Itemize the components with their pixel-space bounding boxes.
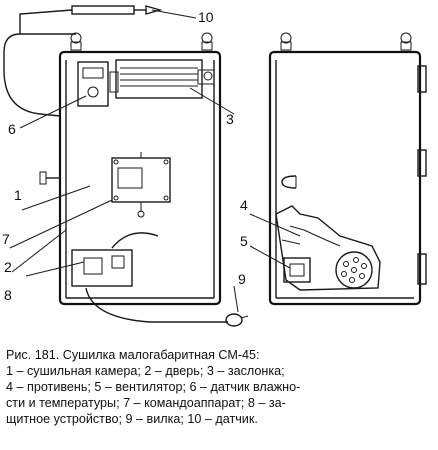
leader-lines: [9, 9, 301, 313]
callout-7: 7: [2, 231, 10, 247]
callout-10: 10: [198, 9, 214, 25]
caption-line: сти и температуры; 7 – командоаппарат; 8…: [6, 396, 286, 410]
callout-4: 4: [240, 197, 248, 213]
figure-caption: Рис. 181. Сушилка малогабаритная СМ-45: …: [6, 347, 434, 427]
dryer-diagram: 1 2 3 4 5 6 7 8 9 10: [2, 5, 427, 327]
callout-9: 9: [238, 271, 246, 287]
callout-6: 6: [8, 121, 16, 137]
caption-line: 4 – противень; 5 – вентилятор; 6 – датчи…: [6, 380, 301, 394]
caption-line: 1 – сушильная камера; 2 – дверь; 3 – зас…: [6, 364, 285, 378]
caption-line: щитное устройство; 9 – вилка; 10 – датчи…: [6, 412, 258, 426]
callout-1: 1: [14, 187, 22, 203]
callout-labels: 1 2 3 4 5 6 7 8 9 10: [2, 9, 248, 303]
callout-5: 5: [240, 233, 248, 249]
caption-line: Рис. 181. Сушилка малогабаритная СМ-45:: [6, 348, 260, 362]
callout-3: 3: [226, 111, 234, 127]
callout-8: 8: [4, 287, 12, 303]
callout-2: 2: [4, 259, 12, 275]
dryer-front-view: [3, 5, 249, 327]
dryer-side-view: [268, 32, 427, 306]
